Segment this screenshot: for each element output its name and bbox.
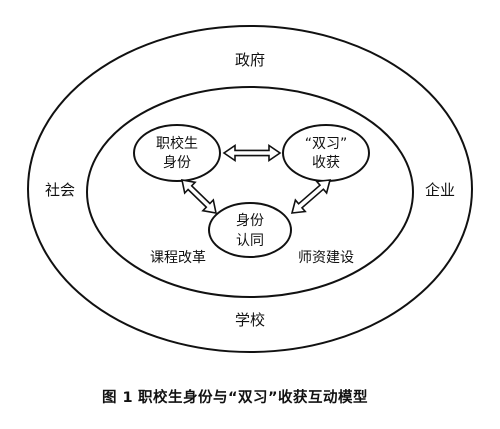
outer-ellipse bbox=[27, 25, 473, 353]
node-dual-learning-harvest-line1: “双习” bbox=[305, 136, 348, 152]
label-curriculum-reform: 课程改革 bbox=[150, 250, 206, 266]
label-enterprise: 企业 bbox=[425, 181, 455, 199]
node-identity-recognition-line2: 认同 bbox=[236, 233, 264, 249]
label-school: 学校 bbox=[235, 311, 265, 329]
caption-title: 职校生身份与“双习”收获互动模型 bbox=[138, 388, 368, 406]
node-student-identity-line2: 身份 bbox=[163, 155, 191, 171]
label-government: 政府 bbox=[235, 51, 265, 69]
caption-figure-number: 图 1 bbox=[102, 389, 133, 406]
arrow-identity-harvest bbox=[222, 143, 282, 163]
node-student-identity bbox=[133, 124, 221, 182]
arrow-identity-recognition bbox=[180, 179, 218, 214]
node-identity-recognition bbox=[208, 202, 292, 258]
arrow-harvest-recognition bbox=[290, 179, 332, 214]
label-faculty-development: 师资建设 bbox=[298, 250, 354, 266]
arrows bbox=[180, 143, 332, 214]
node-student-identity-line1: 职校生 bbox=[156, 135, 198, 152]
node-dual-learning-harvest-line2: 收获 bbox=[312, 155, 340, 171]
node-dual-learning-harvest bbox=[282, 124, 370, 182]
node-identity-recognition-line1: 身份 bbox=[236, 213, 264, 229]
inner-ellipse bbox=[86, 86, 414, 298]
label-society: 社会 bbox=[45, 181, 75, 199]
